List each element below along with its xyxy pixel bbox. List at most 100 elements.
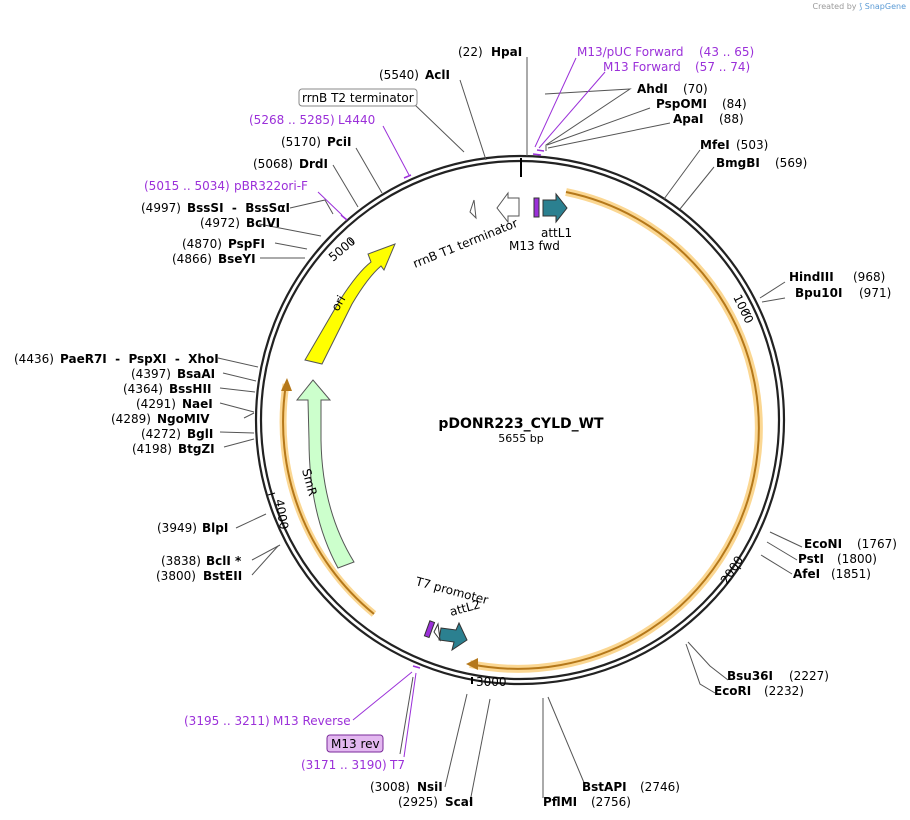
- enzyme-pos-hindiii: (968): [853, 270, 885, 284]
- primer-pbr322ori-range: (5015 .. 5034): [144, 179, 230, 193]
- snapgene-logo: ⟆ SnapGene: [859, 2, 906, 11]
- primer-l4440-range: (5268 .. 5285): [249, 113, 335, 127]
- enzyme-pos-bcli: (3838): [161, 554, 201, 568]
- primer-t7-range: (3171 .. 3190): [301, 758, 387, 772]
- rrnb-t2-feature[interactable]: [469, 199, 477, 220]
- enzyme-pos-btgzi: (4198): [132, 442, 172, 456]
- ori-label: ori: [328, 293, 348, 314]
- enzyme-pos-bstapi: (2746): [640, 780, 680, 794]
- plasmid-title: pDONR223_CYLD_WT: [438, 416, 604, 432]
- backbone-outer: [254, 154, 786, 686]
- enzyme-bsssi: BssSI - BssSαI: [187, 201, 290, 215]
- enzyme-pos-bsaai: (4397): [131, 367, 171, 381]
- rrnb-t1-feature[interactable]: [496, 191, 520, 224]
- enzyme-bsteii: BstEII: [203, 569, 242, 583]
- t7-promoter-feature[interactable]: [433, 622, 441, 642]
- enzyme-pos-xhoi: (4436): [14, 352, 54, 366]
- rrnb-t1-label: rrnB T1 terminator: [411, 216, 520, 271]
- attl2-label: attL2: [448, 597, 482, 619]
- smr-feature[interactable]: [295, 379, 355, 569]
- m13-rev-label: M13 rev: [331, 737, 380, 751]
- enzyme-mfei: MfeI: [700, 138, 730, 152]
- enzyme-pos-bgli: (4272): [141, 427, 181, 441]
- enzyme-pos-scai: (2925): [398, 795, 438, 809]
- enzyme-scai: ScaI: [445, 795, 473, 809]
- enzyme-labels-left: (3800) BstEII (3838) BclI * (3949) BlpI …: [14, 68, 450, 583]
- primer-t7: T7: [389, 758, 405, 772]
- enzyme-hpai: HpaI: [491, 45, 522, 59]
- enzyme-bsaai: BsaAI: [177, 367, 215, 381]
- enzyme-pos-pspfi: (4870): [182, 237, 222, 251]
- enzyme-pos-naei: (4291): [136, 397, 176, 411]
- enzyme-pos-bsshii: (4364): [123, 382, 163, 396]
- tick-5000: 5000: [326, 234, 358, 264]
- enzyme-ahdi: AhdI: [637, 82, 668, 96]
- enzyme-pos-acli: (5540): [379, 68, 419, 82]
- primer-m13puc-fwd: M13/pUC Forward: [577, 45, 684, 59]
- orf2-arc: [282, 383, 375, 615]
- enzyme-pos-afei: (1851): [831, 567, 871, 581]
- tick-3000: 3000: [476, 675, 507, 689]
- enzyme-pos-econi: (1767): [857, 537, 897, 551]
- attl1-feature[interactable]: [542, 192, 568, 224]
- m13-rev-box[interactable]: [326, 734, 384, 753]
- orf-arc: [469, 191, 760, 670]
- enzyme-pos-ahdi: (70): [683, 82, 708, 96]
- enzyme-pos-drdi: (5068): [253, 157, 293, 171]
- rrnb-t2-label: rrnB T2 terminator: [302, 91, 414, 105]
- attl2-feature[interactable]: [438, 621, 468, 652]
- enzyme-blpi: BlpI: [202, 521, 228, 535]
- enzyme-pos-apai: (88): [719, 112, 744, 126]
- attl1-label: attL1: [541, 226, 572, 240]
- enzyme-pcii: PciI: [327, 135, 352, 149]
- enzyme-ngomiv: NgoMIV: [157, 412, 210, 426]
- primer-m13-fwd-range: (57 .. 74): [695, 60, 750, 74]
- orf-arrowhead: [466, 658, 478, 670]
- enzyme-pos-pcii: (5170): [281, 135, 321, 149]
- enzyme-pos-bpu10i: (971): [859, 286, 891, 300]
- enzyme-btgzi: BtgZI: [178, 442, 215, 456]
- orf2-arrowhead: [281, 378, 292, 391]
- enzyme-pos-bmgbi: (569): [775, 156, 807, 170]
- enzyme-naei: NaeI: [182, 397, 213, 411]
- enzyme-econi: EcoNI: [804, 537, 842, 551]
- enzyme-afei: AfeI: [793, 567, 820, 581]
- enzyme-pos-pspomi: (84): [722, 97, 747, 111]
- m13fwd-label: M13 fwd: [509, 239, 560, 253]
- enzyme-ecori: EcoRI: [714, 684, 751, 698]
- enzyme-pos-bclvi: (4972): [200, 216, 240, 230]
- m13-rev-primer[interactable]: [423, 620, 436, 639]
- enzyme-pos-pflmi: (2756): [591, 795, 631, 809]
- enzyme-nsii: NsiI: [417, 780, 443, 794]
- enzyme-bmgbi: BmgBI: [716, 156, 760, 170]
- enzyme-paer7i-pspxi-xhoi: PaeR7I - PspXI - XhoI: [60, 352, 219, 366]
- enzyme-bcli: BclI *: [206, 554, 242, 568]
- enzyme-pos-ecori: (2232): [764, 684, 804, 698]
- primer-pbr322ori: pBR322ori-F: [234, 179, 308, 193]
- enzyme-pos-bseyi: (4866): [172, 252, 212, 266]
- rrnb-t2-box[interactable]: [298, 88, 418, 107]
- enzyme-hindiii: HindIII: [789, 270, 834, 284]
- ori-feature[interactable]: [304, 243, 396, 365]
- primer-labels: M13/pUC Forward (43 .. 65) M13 Forward (…: [144, 45, 754, 772]
- tick-4000: 4000: [272, 498, 291, 531]
- watermark-prefix: Created by: [812, 2, 857, 11]
- enzyme-bseyi: BseYI: [218, 252, 256, 266]
- enzyme-bsshii: BssHII: [169, 382, 211, 396]
- enzyme-pos-hpai: (22): [458, 45, 483, 59]
- enzyme-bpu10i: Bpu10I: [795, 286, 842, 300]
- enzyme-pos-psti: (1800): [837, 552, 877, 566]
- primer-leader-lines: [317, 57, 606, 758]
- enzyme-drdi: DrdI: [299, 157, 328, 171]
- enzyme-pos-nsii: (3008): [370, 780, 410, 794]
- primer-m13puc-fwd-range: (43 .. 65): [699, 45, 754, 59]
- enzyme-pos-blpi: (3949): [157, 521, 197, 535]
- enzyme-psti: PstI: [798, 552, 824, 566]
- enzyme-pos-bsssi: (4997): [141, 201, 181, 215]
- m13-fwd-primer[interactable]: [533, 197, 540, 218]
- watermark-brand: SnapGene: [864, 2, 906, 11]
- primer-ticks: [340, 149, 545, 669]
- primer-m13-reverse-range: (3195 .. 3211): [184, 714, 270, 728]
- primer-m13-fwd: M13 Forward: [603, 60, 681, 74]
